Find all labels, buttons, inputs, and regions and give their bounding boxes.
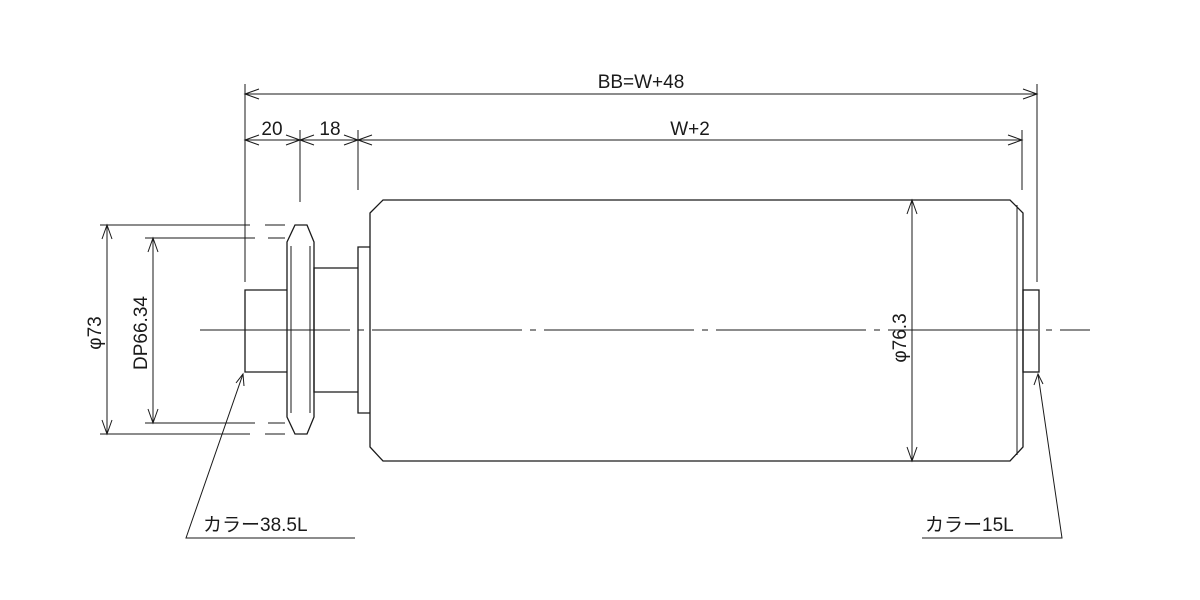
dim-tube-diameter-label: φ76.3 <box>890 313 911 362</box>
left-collar <box>244 289 287 373</box>
dim-sprocket: 18 <box>298 119 360 146</box>
dim-pitch-diameter-label: DP66.34 <box>131 296 152 370</box>
callout-right-collar-label: カラー15L <box>925 515 1014 536</box>
dim-collar-left-label: 20 <box>261 119 282 140</box>
callout-left-collar: カラー38.5L <box>185 372 355 539</box>
dim-phi73-label: φ73 <box>85 316 106 349</box>
dim-tube-diameter: φ76.3 <box>890 198 918 463</box>
callout-left-collar-label: カラー38.5L <box>203 515 308 536</box>
dim-overall-label: BB=W+48 <box>598 72 685 93</box>
dim-tube-length-label: W+2 <box>670 119 710 140</box>
right-collar <box>1022 289 1040 373</box>
dim-pitch-diameter: DP66.34 <box>131 236 159 425</box>
callout-right-collar: カラー15L <box>922 372 1063 539</box>
tube-end-flange <box>357 246 370 414</box>
dim-overall: BB=W+48 <box>243 72 1039 100</box>
dim-phi73: φ73 <box>85 223 113 436</box>
roller-tube <box>369 199 1024 462</box>
dim-sprocket-label: 18 <box>319 119 340 140</box>
dim-collar-left: 20 <box>243 119 302 146</box>
sprocket <box>286 224 315 435</box>
dim-tube-length: W+2 <box>356 119 1024 146</box>
